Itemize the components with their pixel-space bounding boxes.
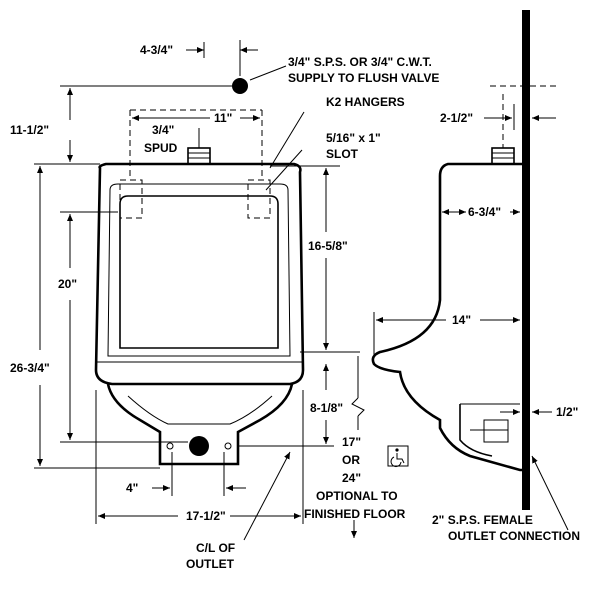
optional-label-line2: FINISHED FLOOR [304, 507, 406, 521]
supply-label-line2: SUPPLY TO FLUSH VALVE [288, 71, 439, 85]
slot-label-line2: SLOT [326, 147, 359, 161]
cl-outlet-line2: OUTLET [186, 557, 235, 571]
outlet-connection-line2: OUTLET CONNECTION [448, 529, 580, 543]
k2-hangers-label: K2 HANGERS [326, 95, 405, 109]
urinal-bowl [119, 195, 279, 349]
spud-label-line2: SPUD [144, 141, 178, 155]
height-label-line2: OR [342, 453, 360, 467]
dim-6-3-4: 6-3/4" [468, 205, 501, 219]
dim-4-3-4: 4-3/4" [140, 43, 173, 57]
urinal-trap [106, 383, 294, 466]
height-label-line3: 24" [342, 471, 361, 485]
dim-2-1-2: 2-1/2" [440, 111, 473, 125]
spud [187, 147, 211, 165]
slot-label-line1: 5/16" x 1" [326, 131, 381, 145]
right-hanger [247, 179, 271, 219]
height-label-line1: 17" [342, 435, 361, 449]
dim-1-2: 1/2" [556, 405, 578, 419]
dim-16-5-8: 16-5/8" [308, 239, 348, 253]
outlet-dot [189, 436, 209, 456]
outlet-connection-line1: 2" S.P.S. FEMALE [432, 513, 533, 527]
optional-label-line1: OPTIONAL TO [316, 489, 398, 503]
front-view [34, 40, 365, 541]
dim-8-1-8: 8-1/8" [310, 401, 343, 415]
dim-11: 11" [214, 111, 232, 125]
dim-14: 14" [452, 313, 471, 327]
left-hanger [119, 179, 143, 219]
wall [522, 10, 530, 510]
dim-11-1-2: 11-1/2" [10, 123, 49, 137]
side-view [371, 10, 569, 531]
supply-pipe-dot [232, 78, 248, 94]
dim-20: 20" [58, 277, 77, 291]
supply-label-line1: 3/4" S.P.S. OR 3/4" C.W.T. [288, 55, 432, 69]
urinal-body [94, 162, 305, 386]
dim-26-3-4: 26-3/4" [10, 361, 50, 375]
dim-17-1-2: 17-1/2" [186, 509, 226, 523]
cl-outlet-line1: C/L OF [196, 541, 235, 555]
side-profile [371, 162, 522, 472]
dim-4: 4" [126, 481, 138, 495]
spud-label-line1: 3/4" [152, 123, 174, 137]
wheelchair-icon [387, 445, 409, 468]
